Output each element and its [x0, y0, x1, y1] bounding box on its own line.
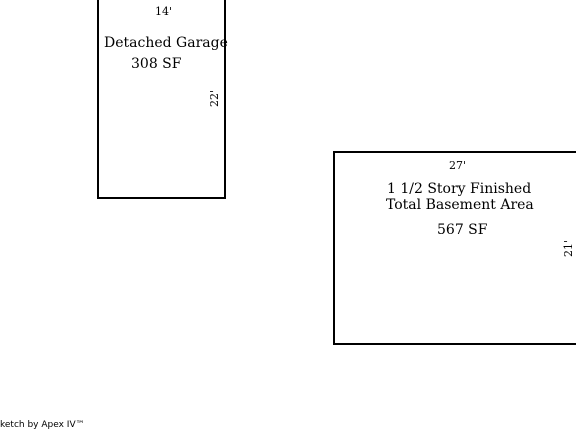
- garage-outline: [97, 0, 226, 199]
- garage-width-label: 14': [155, 5, 173, 18]
- garage-name: Detached Garage: [104, 35, 228, 51]
- garage-area: 308 SF: [131, 56, 182, 72]
- house-outline: [333, 151, 576, 345]
- house-depth-label: 21': [562, 239, 576, 258]
- house-name-line2: Total Basement Area: [386, 197, 534, 213]
- garage-depth-label: 22': [208, 89, 222, 108]
- software-credit: ketch by Apex IV™: [0, 420, 85, 430]
- house-width-label: 27': [449, 159, 467, 172]
- house-name-line1: 1 1/2 Story Finished: [387, 181, 532, 197]
- house-area: 567 SF: [437, 222, 488, 238]
